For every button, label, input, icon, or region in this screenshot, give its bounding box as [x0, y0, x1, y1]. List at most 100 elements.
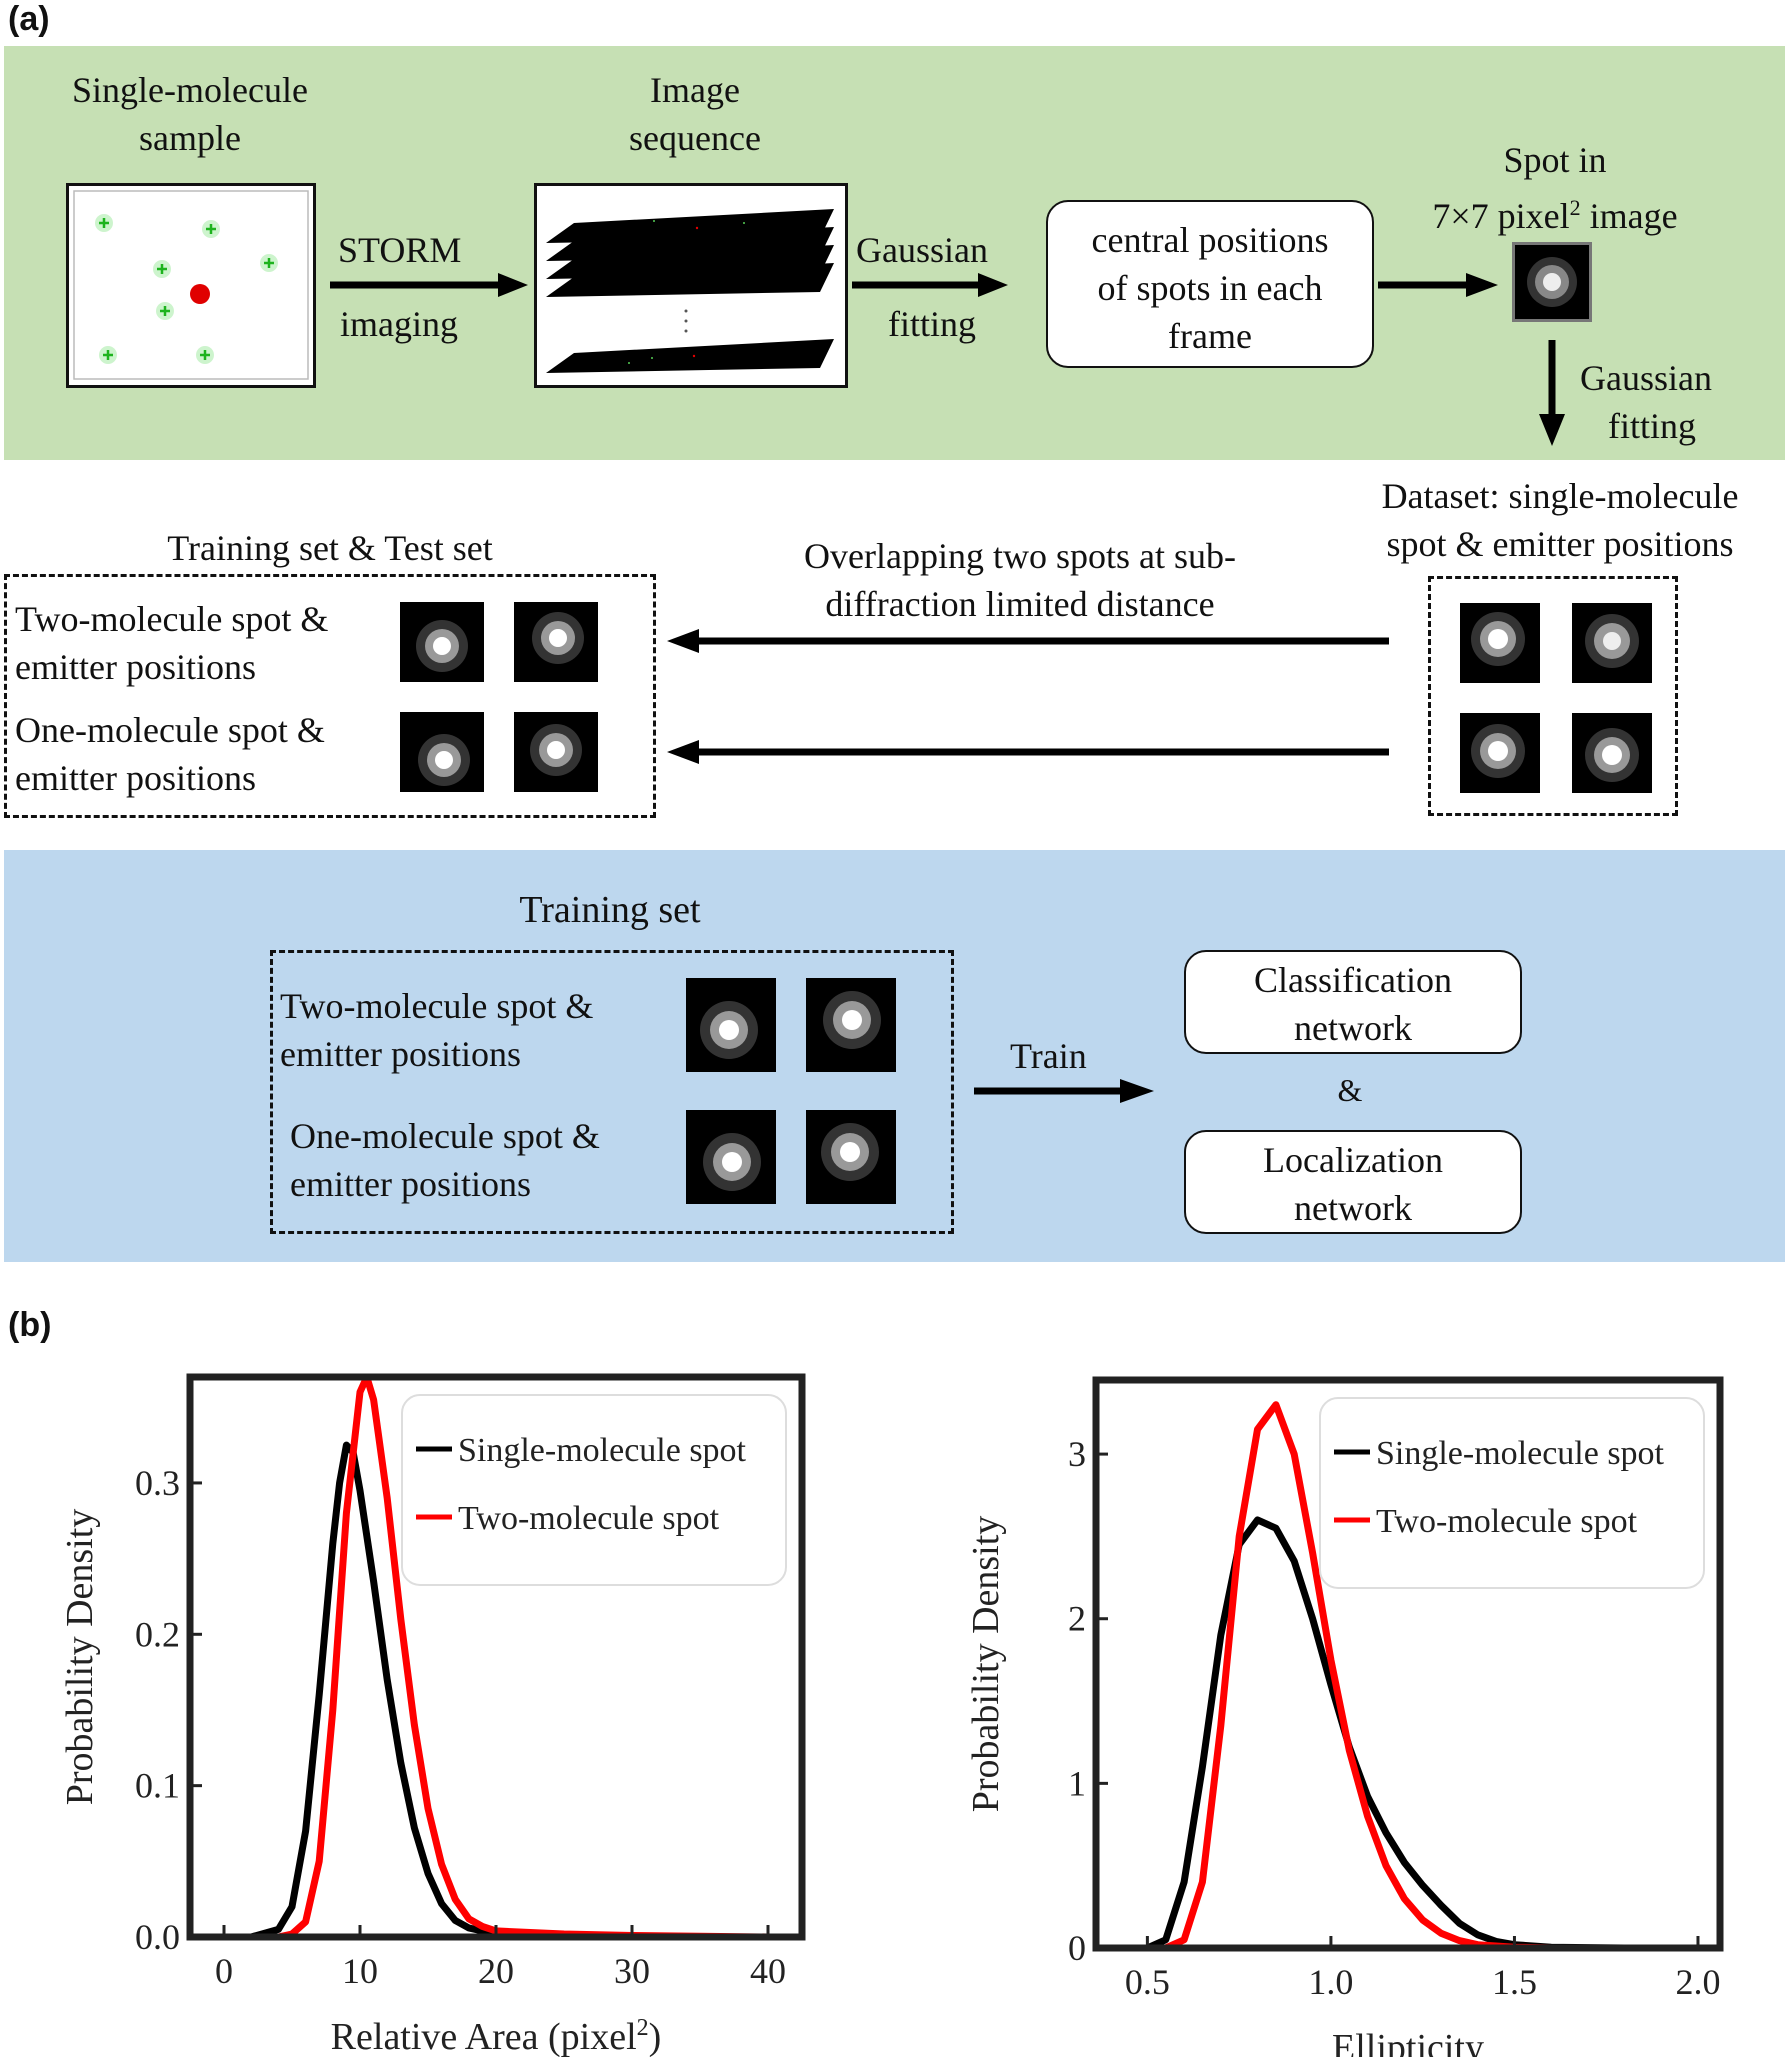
dataset-spot: [1460, 603, 1540, 683]
dataset-spot: [1572, 713, 1652, 793]
dataset-title-line2: spot & emitter positions: [1386, 524, 1734, 564]
y-tick-label: 0.2: [135, 1614, 180, 1654]
arrow-right-icon: [1378, 273, 1498, 297]
dataset-title: Dataset: single-molecule spot & emitter …: [1340, 472, 1780, 568]
y-tick-label: 3: [1068, 1434, 1086, 1474]
x-axis-label-sup: 2: [637, 2015, 649, 2041]
legend-label: Single-molecule spot: [1376, 1435, 1665, 1472]
x-axis-label-post: ): [649, 2016, 662, 2057]
training-two-mol-line2: emitter positions: [280, 1034, 521, 1074]
legend-label: Two-molecule spot: [458, 1500, 720, 1537]
overlap-label: Overlapping two spots at sub- diffractio…: [740, 532, 1300, 628]
dataset-title-line1: Dataset: single-molecule: [1381, 476, 1739, 516]
overlap-line1: Overlapping two spots at sub-: [804, 536, 1236, 576]
one-mol-line1: One-molecule spot &: [15, 710, 325, 750]
y-axis-label: Probability Density: [965, 1516, 1007, 1813]
dataset-box: [1428, 576, 1678, 816]
sequence-title: Image sequence: [560, 66, 830, 162]
arrow-down-top-label: Gaussian: [1580, 358, 1712, 398]
central-box-line1: central positions: [1091, 220, 1329, 260]
training-spot: [686, 1110, 776, 1204]
trainingtest-spot: [400, 712, 484, 792]
ampersand: &: [1337, 1072, 1363, 1108]
localization-network-box: Localization network: [1184, 1130, 1522, 1234]
central-positions-box: central positions of spots in each frame: [1046, 200, 1374, 368]
trainingtest-title: Training set & Test set: [167, 528, 493, 568]
spot-title-line1: Spot in: [1503, 140, 1607, 180]
arrow1-bottom-label: imaging: [340, 304, 458, 344]
x-tick-label: 40: [750, 1951, 786, 1991]
arrow2-top-label: Gaussian: [856, 230, 988, 270]
sequence-title-line2: sequence: [629, 118, 761, 158]
trainingtest-spot: [514, 602, 598, 682]
y-tick-label: 0.1: [135, 1766, 180, 1806]
panel-a-label: (a): [8, 0, 50, 38]
training-two-mol-line1: Two-molecule spot &: [280, 986, 594, 1026]
x-axis-label-pre: Relative Area (pixel: [331, 2016, 637, 2057]
x-tick-label: 0: [215, 1951, 233, 1991]
train-label: Train: [1010, 1036, 1087, 1076]
sample-title-line2: sample: [139, 118, 241, 158]
spot-title-line2: 7×7 pixel2 image: [1400, 184, 1710, 240]
legend-box: [401, 1394, 787, 1586]
legend-label: Single-molecule spot: [458, 1432, 747, 1469]
frame-layer: [546, 263, 834, 297]
x-tick-label: 1.5: [1492, 1962, 1537, 2002]
sample-title: Single-molecule sample: [40, 66, 340, 162]
sample-title-line1: Single-molecule: [72, 70, 308, 110]
arrow-right-icon: [852, 273, 1008, 297]
class-net-line2: network: [1294, 1008, 1412, 1048]
arrow-right-icon: [974, 1079, 1154, 1103]
training-one-mol-label: One-molecule spot & emitter positions: [290, 1112, 690, 1208]
x-tick-label: 20: [478, 1951, 514, 1991]
spot-title-sup: 2: [1569, 195, 1581, 220]
panel-b-label: (b): [8, 1306, 52, 1344]
trainingtest-spot: [514, 712, 598, 792]
legend-label: Two-molecule spot: [1376, 1503, 1638, 1540]
x-axis-label: Ellipticity: [1332, 2027, 1484, 2057]
legend-box: [1319, 1397, 1705, 1589]
training-one-mol-line1: One-molecule spot &: [290, 1116, 600, 1156]
x-axis-label: Relative Area (pixel2): [331, 2015, 662, 2057]
arrow2-bottom-label: fitting: [888, 304, 976, 344]
y-tick-label: 0.3: [135, 1463, 180, 1503]
y-axis-label: Probability Density: [59, 1509, 101, 1806]
plot-frame: [1092, 1376, 1724, 1952]
one-mol-line2: emitter positions: [15, 758, 256, 798]
training-box: [270, 950, 954, 1234]
sample-image: [66, 183, 316, 388]
central-box-line2: of spots in each: [1097, 268, 1323, 308]
arrow-down-bottom-label: fitting: [1608, 406, 1696, 446]
two-mol-line2: emitter positions: [15, 647, 256, 687]
trainingtest-one-mol-label: One-molecule spot & emitter positions: [15, 706, 395, 802]
x-tick-label: 10: [342, 1951, 378, 1991]
loc-net-line2: network: [1294, 1188, 1412, 1228]
arrow1-top-label: STORM: [338, 230, 462, 270]
sequence-title-line1: Image: [650, 70, 740, 110]
y-tick-label: 0.0: [135, 1917, 180, 1957]
series-line-two: [220, 1373, 772, 1941]
training-spot: [686, 978, 776, 1072]
arrow-left-icon: [667, 629, 1389, 653]
loc-net-line1: Localization: [1263, 1140, 1443, 1180]
training-two-mol-label: Two-molecule spot & emitter positions: [280, 982, 680, 1078]
trainingtest-spot: [400, 602, 484, 682]
classification-network-box: Classification network: [1184, 950, 1522, 1054]
spot-title: Spot in 7×7 pixel2 image: [1400, 136, 1710, 240]
spot-7x7-image: [1512, 242, 1592, 322]
arrow-right-icon: [330, 273, 528, 297]
x-tick-label: 1.0: [1308, 1962, 1353, 2002]
training-one-mol-line2: emitter positions: [290, 1164, 531, 1204]
training-spot: [806, 1110, 896, 1204]
central-box-line3: frame: [1168, 316, 1252, 356]
x-tick-label: 30: [614, 1951, 650, 1991]
y-tick-label: 0: [1068, 1928, 1086, 1968]
spot-title-post: image: [1580, 196, 1678, 236]
arrow-left-icon: [667, 740, 1389, 764]
trainingtest-two-mol-label: Two-molecule spot & emitter positions: [15, 595, 395, 691]
arrow-down-icon: [1539, 340, 1565, 446]
overlap-line2: diffraction limited distance: [825, 584, 1215, 624]
training-title: Training set: [519, 889, 701, 931]
